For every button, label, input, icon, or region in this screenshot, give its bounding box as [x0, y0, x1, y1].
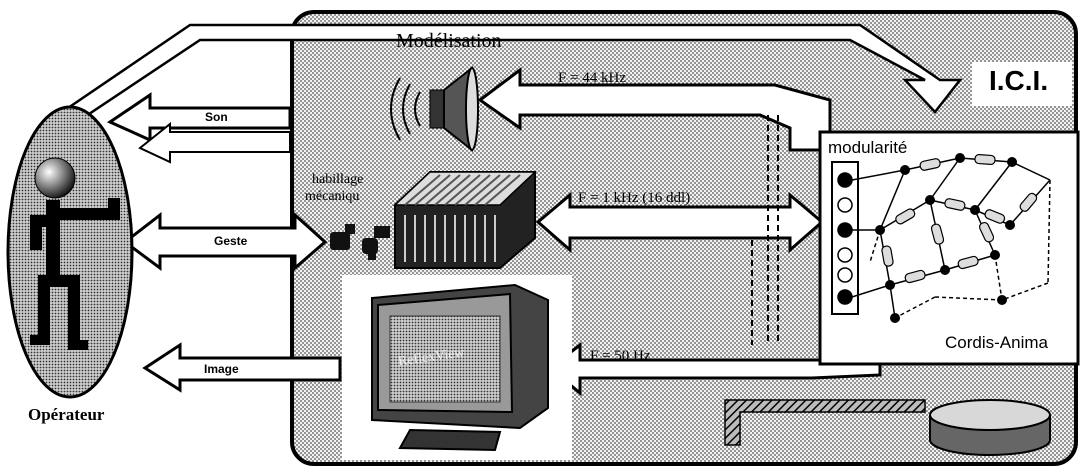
ici-label: I.C.I. — [989, 65, 1049, 96]
mechanical-label-line2: mécaniqu — [305, 189, 360, 204]
storage-link — [724, 399, 926, 446]
ici-label-box — [972, 62, 1072, 106]
spring-elements — [881, 153, 1038, 284]
son-return-arrow — [138, 121, 291, 164]
modularity-column — [831, 161, 859, 315]
mechanical-label-line1: habillage — [312, 172, 364, 187]
sound-freq-arrow — [477, 67, 832, 152]
modelisation-arrow — [66, 23, 963, 122]
operator-ellipse — [6, 105, 134, 399]
cordis-anima-box — [818, 130, 1080, 366]
image-arrow — [142, 342, 342, 393]
mass-nodes — [875, 153, 1017, 323]
image-frequency-label: F = 50 Hz — [590, 348, 651, 364]
sound-frequency-label: F = 44 kHz — [558, 70, 627, 86]
operator-label: Opérateur — [28, 405, 105, 424]
operator-figure-icon — [30, 157, 120, 350]
gesture-frequency-label: F = 1 kHz (16 ddl) — [578, 190, 691, 206]
gesture-device-icon — [393, 171, 537, 269]
modularity-nodes — [837, 172, 853, 305]
speaker-icon — [390, 65, 479, 153]
modularity-label: modularité — [828, 138, 908, 157]
monitor-icon — [371, 283, 549, 452]
storage-disk-icon — [929, 399, 1051, 456]
image-label: Image — [204, 362, 239, 376]
geste-arrow — [122, 211, 328, 272]
geste-label: Geste — [214, 234, 248, 248]
mass-spring-dashes — [869, 179, 1051, 319]
modelisation-label: Modélisation — [396, 30, 502, 52]
dashed-links — [751, 115, 779, 345]
son-arrow — [106, 92, 292, 143]
son-label: Son — [205, 110, 228, 124]
cordis-anima-label: Cordis-Anima — [945, 333, 1048, 352]
clamp-icon — [330, 224, 390, 260]
